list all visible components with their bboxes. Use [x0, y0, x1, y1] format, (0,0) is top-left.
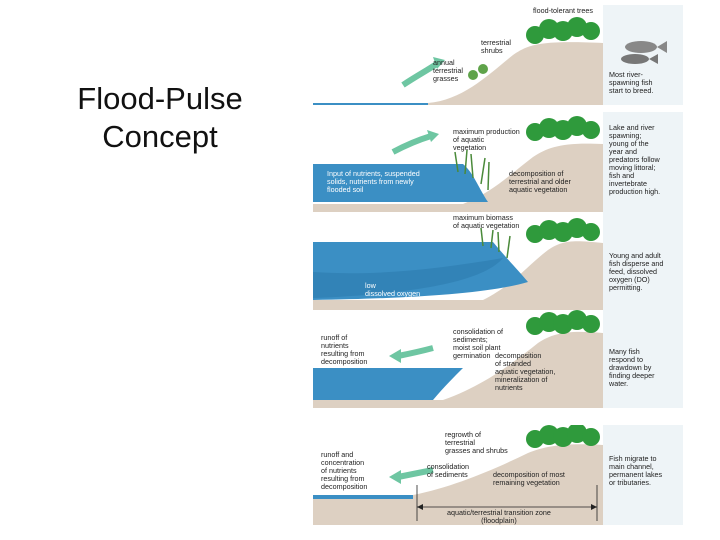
panel-falling-water: runoff of nutrients resulting from decom…: [313, 308, 683, 408]
flood-pulse-diagram: flood-tolerant trees terrestrial shrubs …: [313, 0, 683, 530]
label-max-production: maximum production of aquatic vegetation: [453, 127, 520, 152]
panel-5-illustration: [313, 425, 603, 525]
panel-2-side-text: Lake and river spawning; young of the ye…: [609, 123, 661, 196]
panel-2-sidebar: Lake and river spawning; young of the ye…: [603, 112, 683, 212]
panel-peak-flood: maximum biomass of aquatic vegetation lo…: [313, 210, 683, 310]
label-decomposition-remaining: decomposition of most remaining vegetati…: [493, 470, 565, 487]
panel-4-illustration: [313, 310, 603, 408]
label-decomposition-terrestrial: decomposition of terrestrial and older a…: [509, 169, 571, 194]
slide-title-line2: Concept: [102, 119, 218, 154]
slide-title: Flood-Pulse Concept: [40, 80, 280, 156]
panel-3-illustration: [313, 218, 603, 310]
panel-1-side-text: Most river- spawning fish start to breed…: [609, 70, 654, 95]
panel-5-side-text: Fish migrate to main channel, permanent …: [609, 454, 663, 487]
panel-1-illustration: [313, 17, 603, 105]
label-runoff-nutrients: runoff of nutrients resulting from decom…: [321, 333, 368, 366]
slide-title-line1: Flood-Pulse: [77, 81, 243, 116]
panel-3-sidebar: Young and adult fish disperse and feed, …: [603, 210, 683, 310]
label-transition-zone: aquatic/terrestrial transition zone (flo…: [447, 508, 551, 525]
label-consolidation-sediments: consolidation of sediments: [427, 462, 469, 479]
label-low-oxygen: low dissolved oxygen: [365, 281, 421, 298]
panel-4-side-text: Many fish respond to drawdown by finding…: [609, 347, 655, 388]
fish-icon: [621, 41, 667, 64]
label-annual-grasses: annual terrestrial grasses: [433, 58, 463, 83]
panel-rising-water: flood-tolerant trees terrestrial shrubs …: [313, 5, 683, 105]
label-max-biomass: maximum biomass of aquatic vegetation: [453, 213, 520, 230]
panel-1-sidebar: Most river- spawning fish start to breed…: [603, 5, 683, 105]
label-terrestrial-shrubs: terrestrial shrubs: [481, 38, 511, 55]
label-consolidation: consolidation of sediments; moist soil p…: [453, 327, 503, 360]
panel-3-side-text: Young and adult fish disperse and feed, …: [609, 251, 664, 292]
label-input-nutrients: Input of nutrients, suspended solids, nu…: [327, 169, 420, 194]
panel-2-illustration: [313, 116, 603, 212]
tree-icons: [526, 17, 600, 44]
label-regrowth: regrowth of terrestrial grasses and shru…: [445, 430, 508, 455]
panel-high-water: maximum production of aquatic vegetation…: [313, 112, 683, 212]
panel-low-water: runoff and concentration of nutrients re…: [313, 425, 683, 525]
label-flood-tolerant-trees: flood-tolerant trees: [533, 6, 593, 15]
label-decomposition-stranded: decomposition of stranded aquatic vegeta…: [495, 351, 556, 392]
label-runoff-concentration: runoff and concentration of nutrients re…: [321, 450, 368, 491]
panel-5-sidebar: Fish migrate to main channel, permanent …: [603, 425, 683, 525]
panel-4-sidebar: Many fish respond to drawdown by finding…: [603, 308, 683, 408]
